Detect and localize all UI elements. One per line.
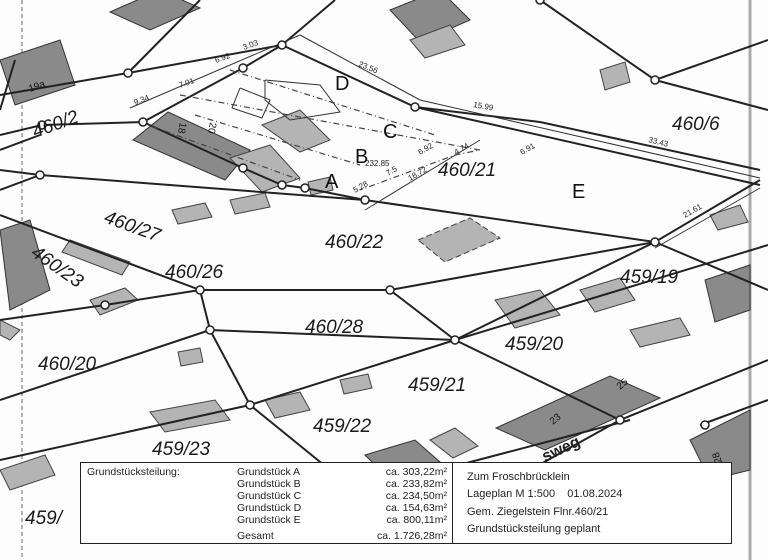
parcel-label: 460/20: [38, 354, 97, 375]
plot-area: ca. 154,63m²: [385, 502, 447, 514]
parcel-label: 460/2: [30, 107, 82, 143]
building: [629, 317, 691, 348]
parcel-label: 459/22: [313, 416, 372, 437]
building: [171, 202, 213, 225]
parcel-label: 459/23: [152, 439, 211, 460]
parcel-label: 460/21: [438, 160, 496, 181]
dimension: 23.56: [357, 60, 379, 76]
planned-building: [417, 217, 502, 263]
total-area: ca. 1.726,28m²: [376, 530, 447, 542]
parcel-label: 460/28: [305, 317, 364, 338]
scale-date: Lageplan M 1:500 01.08.2024: [467, 488, 623, 501]
plot-area-table: Grundstücksteilung: Grundstück A ca. 303…: [81, 463, 453, 543]
plot-name: Grundstück E: [237, 514, 301, 526]
building: [494, 289, 561, 329]
dimension: 15.99: [473, 100, 495, 112]
building: [0, 39, 76, 106]
dimension: 9.34: [133, 93, 151, 107]
plot-letter-e: E: [572, 181, 585, 203]
building: [0, 454, 56, 491]
dimension: 6.92: [214, 51, 232, 65]
boundary-points: [35, 0, 710, 430]
building: [409, 24, 466, 59]
building: [229, 144, 301, 193]
parcel-label: 460/26: [165, 262, 224, 283]
dimension: 5.28: [352, 179, 370, 195]
house-number: 18: [175, 121, 188, 134]
building: [709, 204, 749, 231]
house-number: 20: [205, 121, 218, 134]
building: [108, 0, 202, 31]
building-18-20: [132, 111, 251, 181]
plot-area: ca. 303,22m²: [385, 466, 447, 478]
plot-letter-a: A: [325, 171, 339, 193]
total-label: Gesamt: [237, 530, 274, 542]
dimension: 6.92: [417, 141, 435, 157]
dimension: 21.61: [682, 202, 704, 220]
building: [429, 427, 479, 459]
parcel-label: 459/19: [620, 267, 679, 288]
parcel-label: 459/: [25, 508, 64, 529]
municipality-parcel: Gem. Ziegelstein Flnr.460/21: [467, 505, 609, 518]
plot-name: Grundstück D: [237, 502, 302, 514]
plan-status: Grundstücksteilung geplant: [467, 522, 601, 535]
building: [264, 391, 311, 419]
buildings: [0, 0, 751, 491]
house-number: 28: [711, 450, 725, 465]
plot-letter-b: B: [355, 146, 368, 168]
building-23-25: [494, 375, 662, 451]
building: [61, 239, 131, 276]
building: [579, 277, 636, 313]
dimension: 232.85: [365, 159, 390, 168]
parcel-label: 460/22: [325, 232, 384, 253]
building: [149, 399, 231, 433]
plot-area: ca. 233,82m²: [385, 478, 447, 490]
plot-name: Grundstück B: [237, 478, 301, 490]
building: [339, 373, 373, 395]
plan-info: Zum Froschbrücklein Lageplan M 1:500 01.…: [453, 463, 636, 543]
building: [229, 192, 271, 215]
plot-area: ca. 800,11m²: [386, 514, 447, 526]
dimension: 18.72: [407, 165, 429, 183]
parcel-label: 460/6: [672, 114, 720, 135]
legend-box: Grundstücksteilung: Grundstück A ca. 303…: [80, 462, 732, 544]
dimension: 6.91: [519, 141, 537, 157]
parcel-label: 459/21: [408, 375, 466, 396]
street-title: Zum Froschbrücklein: [467, 471, 570, 483]
parcel-label: 460/27: [101, 207, 164, 247]
parcel-label: 459/20: [505, 334, 564, 355]
dimension: 4.74: [453, 141, 471, 157]
plot-letter-c: C: [383, 121, 397, 143]
plot-area: ca. 234,50m²: [385, 490, 447, 502]
building: [704, 264, 751, 323]
building: [0, 319, 21, 341]
dimension: 7.01: [178, 76, 196, 90]
plot-letter-d: D: [335, 73, 349, 95]
building: [177, 347, 204, 367]
plot-letters: A B C D E: [325, 73, 585, 203]
plot-name: Grundstück C: [237, 490, 302, 502]
plot-name: Grundstück A: [237, 466, 301, 478]
building: [599, 61, 631, 91]
building: [389, 0, 471, 43]
legend-heading: Grundstücksteilung:: [87, 466, 180, 478]
